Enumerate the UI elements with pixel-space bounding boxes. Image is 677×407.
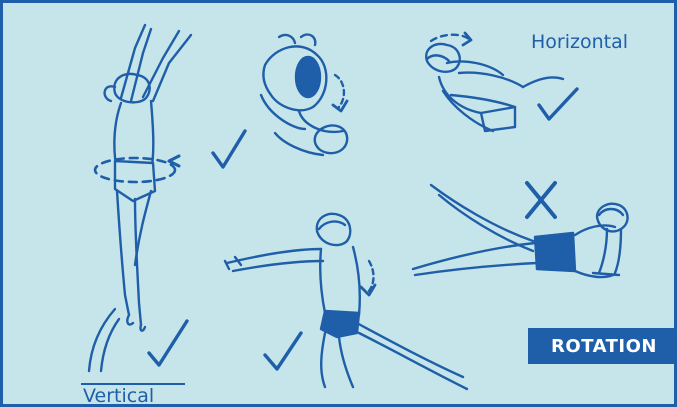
horizontal-checkmark bbox=[539, 89, 577, 119]
vertical-checkmark bbox=[149, 321, 187, 365]
rotation-badge: ROTATION bbox=[528, 328, 677, 364]
somersault-figure bbox=[261, 35, 347, 155]
vertical-label: Vertical bbox=[83, 385, 154, 407]
prone-cross-mark bbox=[527, 183, 555, 217]
prone-leg-lift-figure bbox=[413, 185, 628, 277]
horizontal-label: Horizontal bbox=[531, 31, 628, 53]
kneeling-checkmark bbox=[265, 333, 301, 369]
somersault-checkmark bbox=[213, 131, 245, 167]
vertical-spin-figure bbox=[89, 25, 191, 371]
kneeling-reach-figure bbox=[225, 214, 467, 389]
